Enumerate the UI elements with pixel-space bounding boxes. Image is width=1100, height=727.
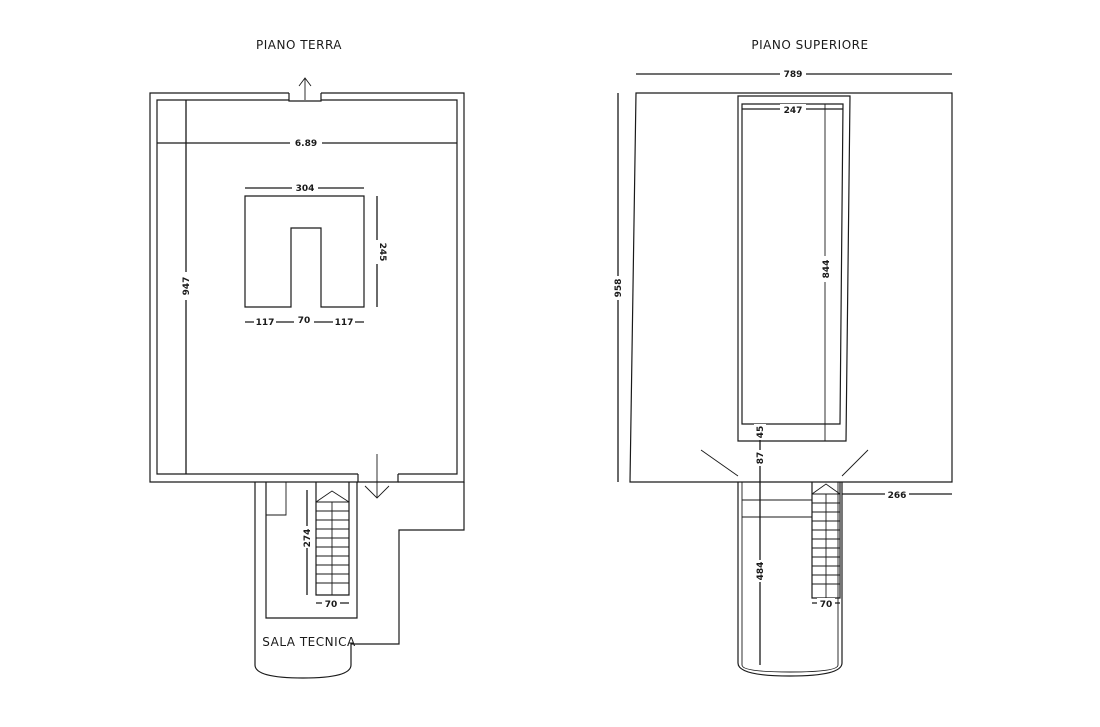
upper-stair-steps (811, 483, 841, 598)
ground-width-label: 6.89 (295, 139, 317, 149)
upper-inner-length-label: 844 (822, 260, 832, 279)
central-block (244, 195, 365, 308)
upper-stair-width-label: 70 (820, 600, 833, 610)
stair-down-arrow-icon (364, 454, 390, 499)
block-right-label: 117 (335, 318, 354, 328)
upper-width-label: 789 (784, 70, 803, 80)
ground-inner-wall (156, 99, 458, 475)
upper-floor-title: PIANO SUPERIORE (751, 38, 868, 52)
entrance-arrow-icon (298, 77, 312, 100)
upper-inner-width-label: 247 (784, 106, 803, 116)
ground-floor-plan: 6.89 947 304 245 117 70 117 (149, 77, 465, 679)
ground-stair-length-label: 274 (303, 529, 313, 548)
technical-room-inner-wall (265, 482, 358, 619)
upper-step-label: 45 (756, 426, 766, 439)
upper-depth-label: 958 (614, 279, 624, 298)
block-left-label: 117 (256, 318, 275, 328)
ground-stair-steps (315, 490, 350, 595)
block-width-label: 304 (296, 184, 315, 194)
ground-floor-title: PIANO TERRA (256, 38, 342, 52)
upper-corridor-label: 484 (756, 562, 766, 581)
ground-depth-label: 947 (182, 277, 192, 296)
block-gap-label: 70 (298, 316, 311, 326)
ground-staircase (315, 482, 350, 596)
upper-void-outer (737, 95, 851, 442)
upper-floor-plan: 789 958 247 844 45 87 484 266 (612, 68, 953, 677)
upper-door-swing-right (841, 449, 869, 477)
upper-outer-wall (629, 92, 953, 483)
entrance-door (288, 93, 322, 102)
ground-outer-wall (149, 92, 465, 483)
upper-corridor-wall (737, 482, 843, 677)
upper-landing-label: 87 (756, 452, 766, 465)
upper-door-swing-left (700, 449, 739, 477)
ground-stair-width-label: 70 (325, 600, 338, 610)
block-depth-label: 245 (377, 243, 387, 262)
technical-room-label: SALA TECNICA (262, 635, 356, 649)
upper-void-inner (741, 103, 844, 425)
inner-partition (266, 482, 287, 516)
technical-room-wall (254, 482, 465, 679)
upper-side-label: 266 (888, 491, 907, 501)
